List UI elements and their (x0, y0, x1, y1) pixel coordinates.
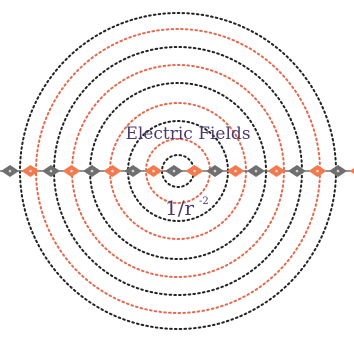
charge-center-dot (173, 170, 176, 173)
charge-center-dot (316, 170, 319, 173)
charge-center-dot (50, 170, 53, 173)
orange-charge-diamond (350, 165, 354, 177)
charge-center-dot (214, 170, 217, 173)
charge-chain (0, 165, 354, 177)
formula-exponent: -2 (199, 196, 209, 207)
charge-center-dot (9, 170, 12, 173)
charge-center-dot (296, 170, 299, 173)
charge-center-dot (29, 170, 32, 173)
charge-center-dot (193, 170, 196, 173)
diagram-title: Electric Fields (125, 124, 250, 144)
charge-center-dot (132, 170, 135, 173)
charge-center-dot (255, 170, 258, 173)
charge-center-dot (111, 170, 114, 173)
charge-center-dot (234, 170, 237, 173)
charge-center-dot (152, 170, 155, 173)
charge-center-dot (91, 170, 94, 173)
charge-center-dot (337, 170, 340, 173)
charge-center-dot (275, 170, 278, 173)
inverse-square-label: 1/r -2 (165, 196, 209, 220)
formula-base: 1/r (165, 196, 194, 220)
charge-center-dot (70, 170, 73, 173)
